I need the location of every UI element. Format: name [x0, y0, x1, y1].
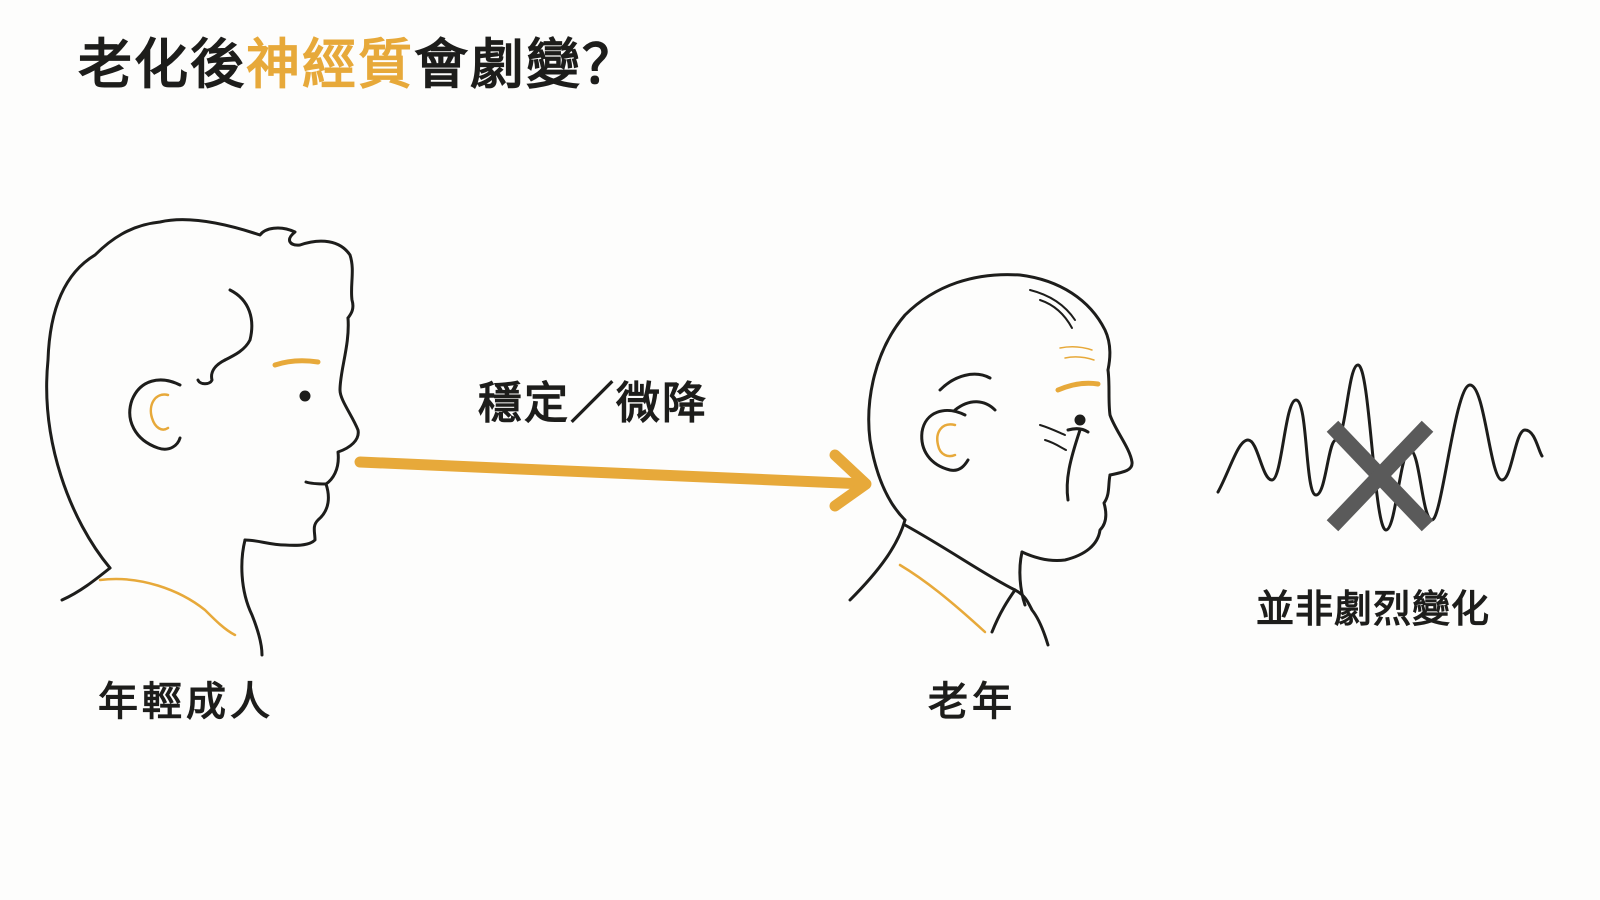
elderly-collar — [898, 563, 987, 634]
elderly-eyebrow — [1055, 380, 1101, 393]
young-collar — [98, 577, 237, 637]
title-prefix: 老化後 — [78, 33, 246, 96]
transition-label: 穩定／微降 — [478, 378, 708, 429]
arrow-right-icon — [354, 449, 872, 512]
elderly-profile-icon — [848, 273, 1134, 647]
page-title: 老化後神經質會劇變？ — [78, 38, 638, 92]
conclusion-label: 並非劇烈變化 — [1256, 587, 1491, 631]
elderly-ear-inner — [936, 423, 957, 458]
young-adult-profile-icon — [45, 218, 360, 657]
young-ear-inner — [149, 393, 170, 431]
elderly-label: 老年 — [928, 679, 1016, 725]
young-adult-label: 年輕成人 — [98, 679, 274, 725]
elderly-hair-accent — [1059, 345, 1095, 361]
young-eyebrow — [272, 358, 321, 368]
title-suffix: 會劇變？ — [414, 33, 638, 96]
title-highlight: 神經質 — [246, 33, 414, 96]
cross-mark-icon — [1326, 420, 1434, 532]
volatile-wave-icon — [1216, 363, 1544, 532]
